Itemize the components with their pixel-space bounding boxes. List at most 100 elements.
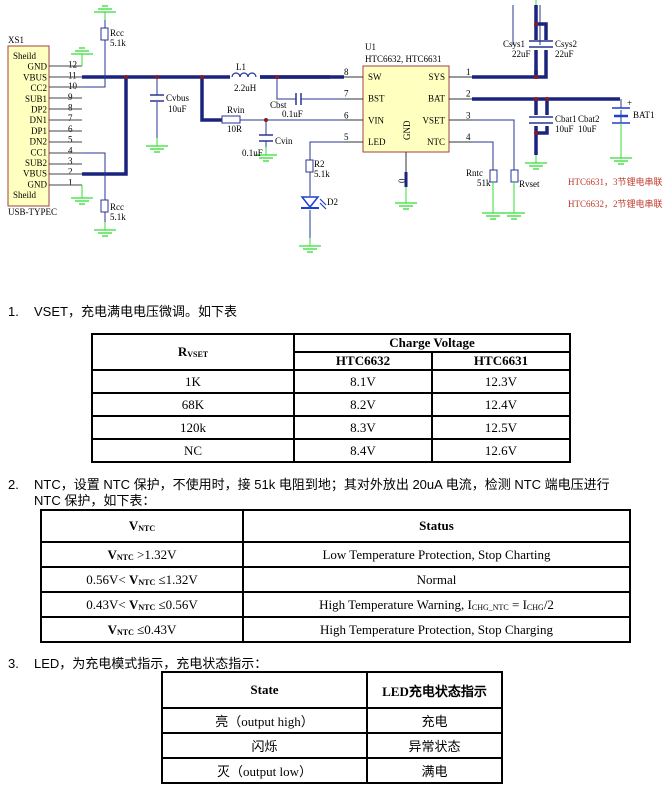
- svg-text:5.1k: 5.1k: [110, 38, 126, 48]
- vntc-condition: VNTC >1.32V: [40, 541, 244, 568]
- table-cell: 8.3V: [293, 415, 433, 440]
- table-row: 闪烁异常状态: [161, 732, 503, 759]
- connector-pin-number: 6: [68, 124, 73, 134]
- connector-pin-number: 1: [68, 177, 73, 187]
- table-cell: 12.3V: [431, 369, 571, 394]
- led-table: State LED充电状态指示 亮（output high）充电闪烁异常状态灭（…: [161, 671, 503, 784]
- svg-text:22uF: 22uF: [512, 49, 531, 59]
- rcc-top-resistor: Rcc 5.1k: [93, 5, 126, 48]
- ic-pin-number: 4: [466, 132, 471, 142]
- svg-text:L1: L1: [236, 62, 246, 72]
- section2-heading: 2.NTC，设置 NTC 保护，不使用时，接 51k 电阻到地；其对外放出 20…: [8, 474, 610, 493]
- svg-text:Rvset: Rvset: [519, 179, 540, 189]
- connector-pin-label: GND: [28, 62, 48, 72]
- table-cell: 满电: [366, 757, 503, 784]
- connector-pin-number: 3: [68, 156, 73, 166]
- connector-pin-label: CC1: [30, 147, 47, 157]
- svg-text:0.1uF: 0.1uF: [242, 148, 263, 158]
- csys-capacitors: Csys1 22uF Csys2 22uF: [503, 0, 577, 79]
- table-row: 亮（output high）充电: [161, 707, 503, 734]
- connector-pin-label: SUB2: [25, 158, 47, 168]
- connector-pin-number: 12: [68, 60, 77, 70]
- ic-part: HTC6632, HTC6631: [365, 54, 442, 64]
- ic-ref: U1: [365, 42, 376, 52]
- connector-pin-number: 4: [68, 145, 73, 155]
- table-cell: 闪烁: [161, 732, 368, 759]
- connector-pin-number: 9: [68, 92, 73, 102]
- status-cell: Normal: [242, 566, 631, 593]
- ic-pin-label: VIN: [368, 115, 384, 125]
- cvin-capacitor: Cvin 0.1uF: [242, 134, 293, 162]
- ic-pin-label: BAT: [428, 94, 446, 104]
- cbst-capacitor: Cbst 0.1uF: [270, 93, 303, 119]
- svg-text:22uF: 22uF: [555, 49, 574, 59]
- rvset-header: RVSET: [91, 333, 295, 371]
- connector-pin-number: 2: [68, 167, 73, 177]
- state-header: State: [161, 671, 368, 709]
- led-indicator-header: LED充电状态指示: [366, 671, 503, 709]
- connector-pin-label: DN2: [30, 137, 48, 147]
- note-htc6631: HTC6631，3节锂电串联: [568, 176, 663, 187]
- rcc-bottom-resistor: Rcc 5.1k: [93, 199, 126, 237]
- status-cell: High Temperature Protection, Stop Chargi…: [242, 616, 631, 643]
- connector-pin-label: VBUS: [23, 72, 47, 82]
- connector-pin-label: DN1: [30, 115, 48, 125]
- table-cell: 12.5V: [431, 415, 571, 440]
- svg-text:10R: 10R: [227, 124, 242, 134]
- status-cell: High Temperature Warning, ICHG_NTC = ICH…: [242, 591, 631, 618]
- connector-ref: XS1: [8, 35, 24, 45]
- d2-led: D2: [298, 196, 338, 253]
- connector-pin-label: Sheild: [13, 51, 37, 61]
- table-cell: 充电: [366, 707, 503, 734]
- connector-pin-label: Sheild: [13, 190, 37, 200]
- section1-number: 1.: [8, 304, 19, 319]
- table-cell: 12.6V: [431, 438, 571, 463]
- rntc-resistor: Rntc 51k: [466, 168, 505, 220]
- connector-pin-number: 10: [68, 81, 78, 91]
- vntc-header: VNTC: [40, 509, 244, 543]
- vntc-condition: 0.56V< VNTC ≤1.32V: [40, 566, 244, 593]
- ic-gnd-num: 0: [397, 178, 407, 183]
- connector-pin-label: VBUS: [23, 169, 47, 179]
- svg-text:R2: R2: [314, 159, 325, 169]
- svg-text:Cbat2: Cbat2: [578, 114, 600, 124]
- cvbus-capacitor: Cvbus 10uF: [145, 93, 190, 153]
- rvset-resistor: Rvset: [502, 169, 540, 220]
- ic-pin-number: 7: [344, 89, 349, 99]
- vntc-condition: 0.43V< VNTC ≤0.56V: [40, 591, 244, 618]
- vntc-condition: VNTC ≤0.43V: [40, 616, 244, 643]
- svg-text:Cbst: Cbst: [270, 100, 287, 110]
- section2-text-line2: NTC 保护，如下表：: [34, 493, 156, 508]
- connector-pin-number: 5: [68, 135, 73, 145]
- ic-pin-label: SW: [368, 72, 382, 82]
- table-cell: 灭（output low）: [161, 757, 368, 784]
- svg-text:Rcc: Rcc: [110, 28, 124, 38]
- htc6632-header: HTC6632: [293, 351, 433, 371]
- svg-text:+: +: [627, 98, 632, 108]
- ic-pin-number: 5: [344, 132, 349, 142]
- svg-text:Cvbus: Cvbus: [166, 93, 190, 103]
- section2-number: 2.: [8, 477, 19, 492]
- ic-pin-label: NTC: [427, 137, 445, 147]
- section3-heading: 3.LED，为充电模式指示，充电状态指示：: [8, 653, 267, 672]
- table-cell: 120k: [91, 415, 295, 440]
- connector-pin-label: GND: [28, 179, 48, 189]
- section2-heading-line2: NTC 保护，如下表：: [34, 490, 155, 509]
- ic-gnd-label: GND: [402, 120, 412, 140]
- svg-text:Cvin: Cvin: [275, 136, 293, 146]
- svg-text:BAT1: BAT1: [633, 110, 655, 120]
- svg-text:5.1k: 5.1k: [314, 169, 330, 179]
- connector-pin-label: DP2: [31, 105, 47, 115]
- svg-text:Rntc: Rntc: [466, 168, 483, 178]
- connector-type: USB-TYPEC: [8, 207, 57, 217]
